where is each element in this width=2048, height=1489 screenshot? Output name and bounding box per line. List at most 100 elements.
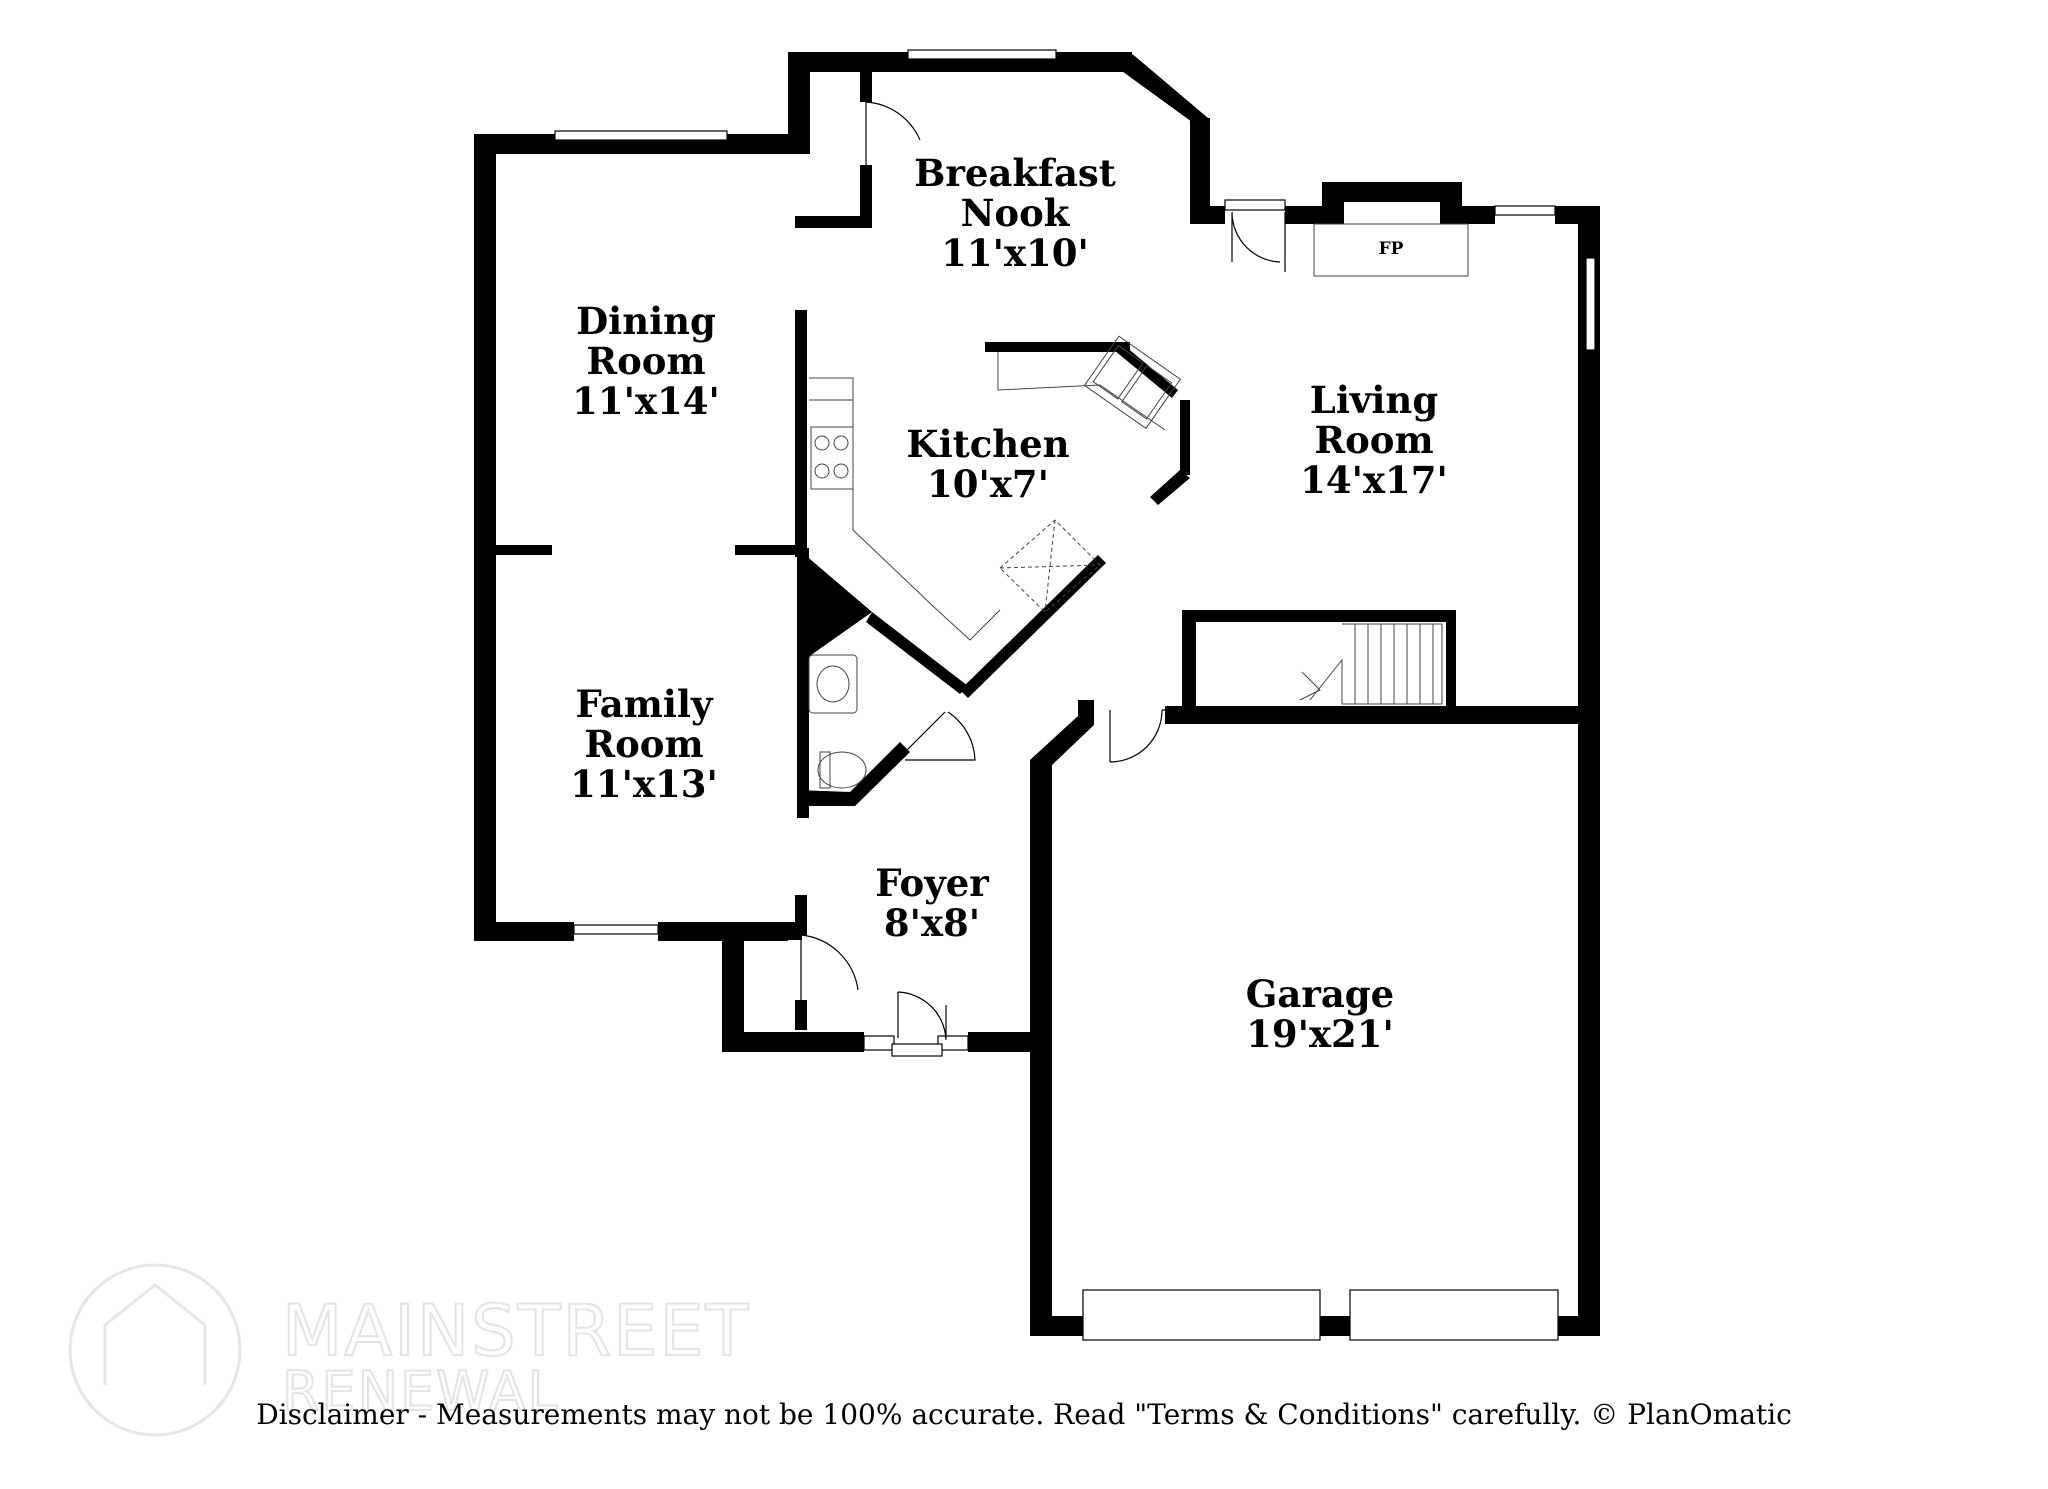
wall-kitchen-lower-diag (1150, 470, 1190, 505)
door-nook-swing (1231, 211, 1286, 272)
wall-bath-wedge (797, 548, 872, 665)
wall-kitchen-left (795, 310, 807, 557)
wall-living-top-b (1440, 206, 1495, 224)
window-family (573, 924, 659, 935)
kitchen-sink-basin-icon (1092, 344, 1144, 400)
doors (800, 101, 1286, 1057)
disclaimer-text: Disclaimer - Measurements may not be 100… (256, 1398, 1792, 1431)
window-living-right (1585, 257, 1596, 351)
stairs-treads (1354, 624, 1434, 704)
breakfast-nook-name1: Breakfast (914, 151, 1116, 195)
wall-garage-bottom-mid (1320, 1316, 1350, 1336)
wall-bath-left (797, 548, 809, 818)
door-nook-frame (1224, 199, 1286, 211)
door-front-frame-left (863, 1035, 895, 1051)
wall-bath-top-diag (866, 612, 968, 694)
stove-burner-icon (814, 463, 830, 479)
watermark-line1: MAINSTREET (282, 1290, 750, 1372)
toilet-tank-icon (819, 751, 831, 789)
kitchen-counter-upper (997, 352, 1166, 431)
door-foyer-closet (800, 934, 859, 1000)
kitchen-island-icon (999, 519, 1101, 613)
living-room-size: 14'x17' (1300, 458, 1448, 502)
door-garage (1109, 709, 1168, 763)
wall-closet-left (722, 922, 744, 1052)
wall-bay-bottom (1190, 206, 1225, 224)
breakfast-nook-name2: Nook (961, 191, 1071, 235)
wall-kitchen-right (1180, 400, 1190, 475)
wall-garage-left-upper (1030, 700, 1094, 1040)
dining-room-size: 11'x14' (572, 379, 720, 423)
watermark-line2: RENEWAL (282, 1360, 560, 1423)
door-nook-closet (865, 101, 921, 165)
kitchen-counter-peninsula (934, 607, 1001, 641)
wall-garage-bottom-right (1558, 1316, 1600, 1336)
wall-garage-left (1030, 1036, 1052, 1336)
wall-bay-diagonal (1115, 52, 1208, 140)
wall-family-bottom-a (474, 922, 574, 941)
garage-size: 19'x21' (1246, 1012, 1394, 1056)
breakfast-nook-size: 11'x10' (941, 231, 1089, 275)
kitchen-size: 10'x7' (927, 462, 1049, 506)
dining-room-name1: Dining (576, 299, 716, 343)
living-room-name1: Living (1310, 378, 1438, 422)
fireplace-hearth-icon (1313, 223, 1469, 277)
window-living-top (1494, 205, 1556, 216)
living-room-name2: Room (1314, 418, 1433, 462)
family-room-name1: Family (576, 682, 714, 726)
fireplace: FP (1313, 223, 1469, 277)
wall-closet-top (722, 922, 802, 940)
wall-foyer-bottom-b (968, 1032, 1052, 1052)
wall-nook-closet-right (860, 165, 872, 228)
dining-room-name2: Room (586, 339, 705, 383)
kitchen-name: Kitchen (906, 422, 1069, 466)
watermark-logo-icon (68, 1263, 242, 1437)
stairs-arrow-icon (1299, 671, 1321, 701)
windows (554, 49, 1596, 1341)
family-room-name2: Room (584, 722, 703, 766)
wall-nook-closet-bottom (795, 216, 867, 228)
kitchen-counter-left (809, 377, 936, 609)
watermark-house-icon (103, 1283, 207, 1385)
foyer-size: 8'x8' (884, 901, 980, 945)
stairs (1299, 623, 1443, 705)
wall-kitchen-corner (1114, 342, 1178, 398)
toilet-icon (817, 751, 867, 789)
stove-burner-icon (833, 463, 849, 479)
wall-closet-divider-b (795, 1000, 807, 1030)
wall-stairs-top (1182, 610, 1447, 622)
wall-nook-left (788, 52, 810, 154)
foyer-name: Foyer (875, 861, 989, 905)
wall-garage-top (1165, 706, 1600, 724)
mainstreet-renewal-watermark: MAINSTREET RENEWAL (68, 1263, 750, 1437)
bath-vanity-icon (808, 654, 858, 714)
fireplace-label: FP (1379, 239, 1404, 259)
wall-stairs-right (1446, 610, 1456, 706)
wall-bay-right (1190, 118, 1210, 223)
room-labels: Breakfast Nook 11'x10' Dining Room 11'x1… (570, 151, 1448, 1056)
window-dining (554, 130, 728, 141)
kitchen-fixtures (809, 335, 1182, 641)
wall-divider-left (474, 545, 552, 555)
wall-kitchen-upper (985, 342, 1130, 352)
kitchen-sink-icon (1083, 335, 1182, 430)
window-nook (907, 49, 1057, 60)
garage-name: Garage (1246, 972, 1394, 1016)
walls (474, 52, 1600, 1336)
wall-bath-diagonal (797, 742, 910, 806)
window-garage-right (1349, 1289, 1559, 1341)
wall-closet-divider (795, 895, 807, 935)
family-room-size: 11'x13' (570, 762, 718, 806)
stove-burner-icon (833, 435, 849, 451)
kitchen-stove (810, 426, 854, 490)
wall-kitchen-peninsula (960, 555, 1106, 698)
wall-right (1578, 206, 1600, 1336)
wall-stairs-left (1182, 612, 1196, 724)
wall-divider-right (735, 545, 797, 555)
wall-fp-top (1322, 182, 1460, 202)
wall-left (474, 134, 496, 941)
stove-burner-icon (814, 435, 830, 451)
window-garage-left (1082, 1289, 1321, 1341)
wall-nook-closet-right-top (860, 72, 872, 102)
